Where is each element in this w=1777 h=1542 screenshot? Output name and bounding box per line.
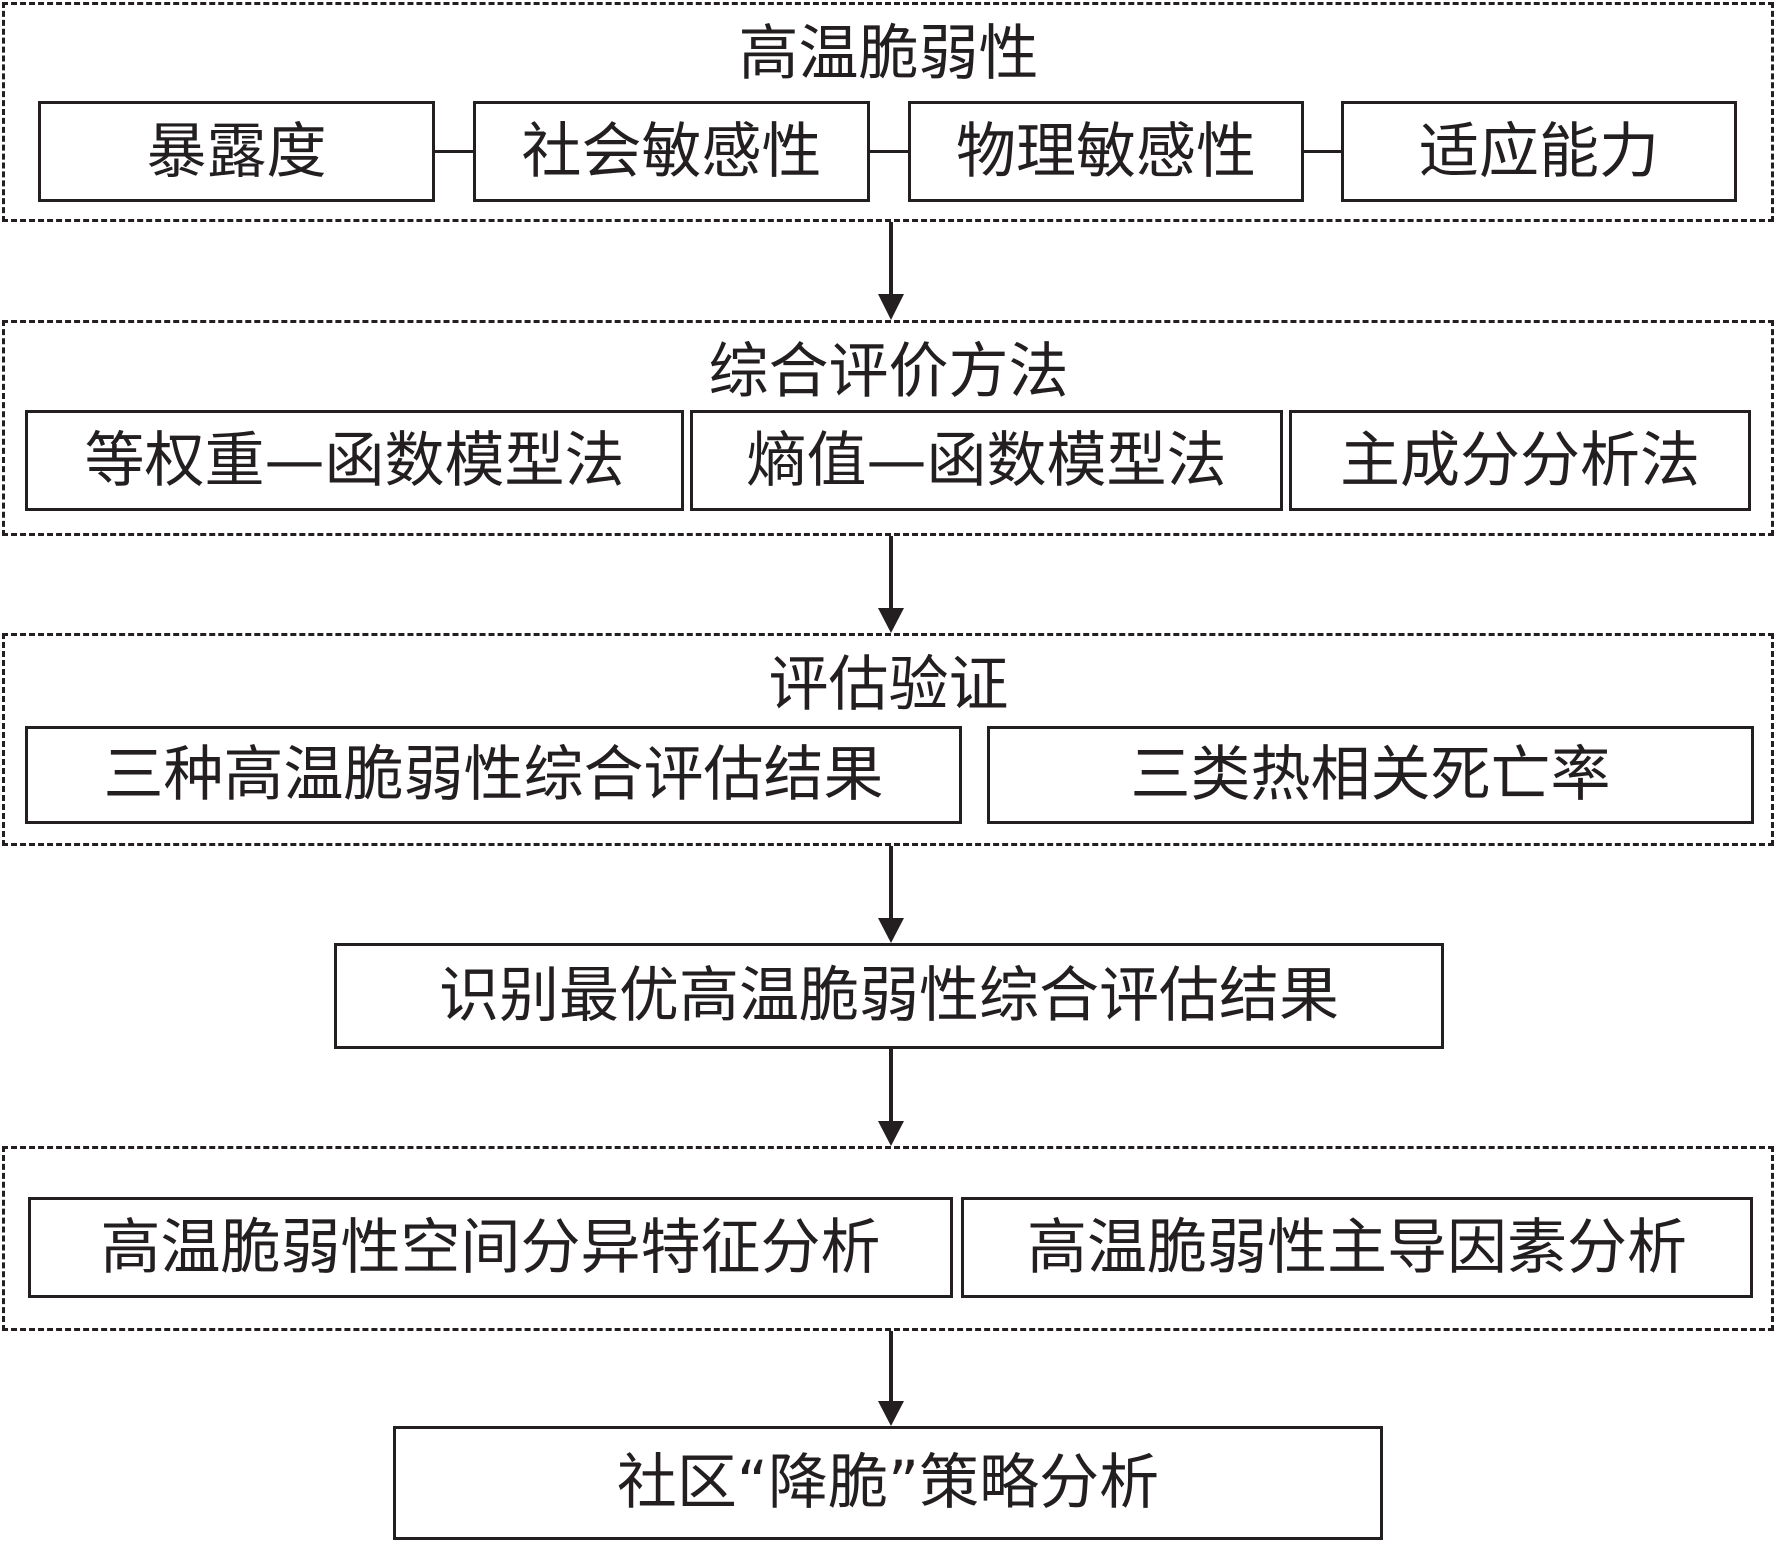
analysis-group <box>2 1146 1774 1331</box>
spatial-analysis-box: 高温脆弱性空间分异特征分析 <box>28 1197 953 1298</box>
adaptive-capacity-box: 适应能力 <box>1341 101 1737 202</box>
strategy-box: 社区“降脆”策略分析 <box>393 1426 1383 1540</box>
connector-2 <box>869 150 909 153</box>
arrow-3-head <box>878 918 904 943</box>
exposure-box: 暴露度 <box>38 101 435 202</box>
vulnerability-title: 高温脆弱性 <box>738 19 1039 89</box>
entropy-method-box: 熵值—函数模型法 <box>690 410 1283 511</box>
arrow-1-head <box>878 294 904 320</box>
arrow-2-head <box>878 608 904 633</box>
equal-weight-method-box: 等权重—函数模型法 <box>25 410 684 511</box>
physical-sensitivity-box: 物理敏感性 <box>908 101 1304 202</box>
methods-group <box>2 320 1774 536</box>
arrow-5-head <box>878 1401 904 1426</box>
dominant-factor-box: 高温脆弱性主导因素分析 <box>961 1197 1753 1298</box>
arrow-4-head <box>878 1121 904 1146</box>
methods-title: 综合评价方法 <box>708 337 1069 407</box>
social-sensitivity-box: 社会敏感性 <box>473 101 870 202</box>
optimal-result-box: 识别最优高温脆弱性综合评估结果 <box>334 943 1444 1049</box>
connector-3 <box>1303 150 1343 153</box>
validation-group <box>2 633 1774 846</box>
validation-title: 评估验证 <box>768 650 1009 720</box>
heat-mortality-box: 三类热相关死亡率 <box>987 726 1754 824</box>
vulnerability-group <box>2 2 1774 222</box>
connector-1 <box>434 150 474 153</box>
pca-method-box: 主成分分析法 <box>1289 410 1751 511</box>
assessment-results-box: 三种高温脆弱性综合评估结果 <box>25 726 962 824</box>
